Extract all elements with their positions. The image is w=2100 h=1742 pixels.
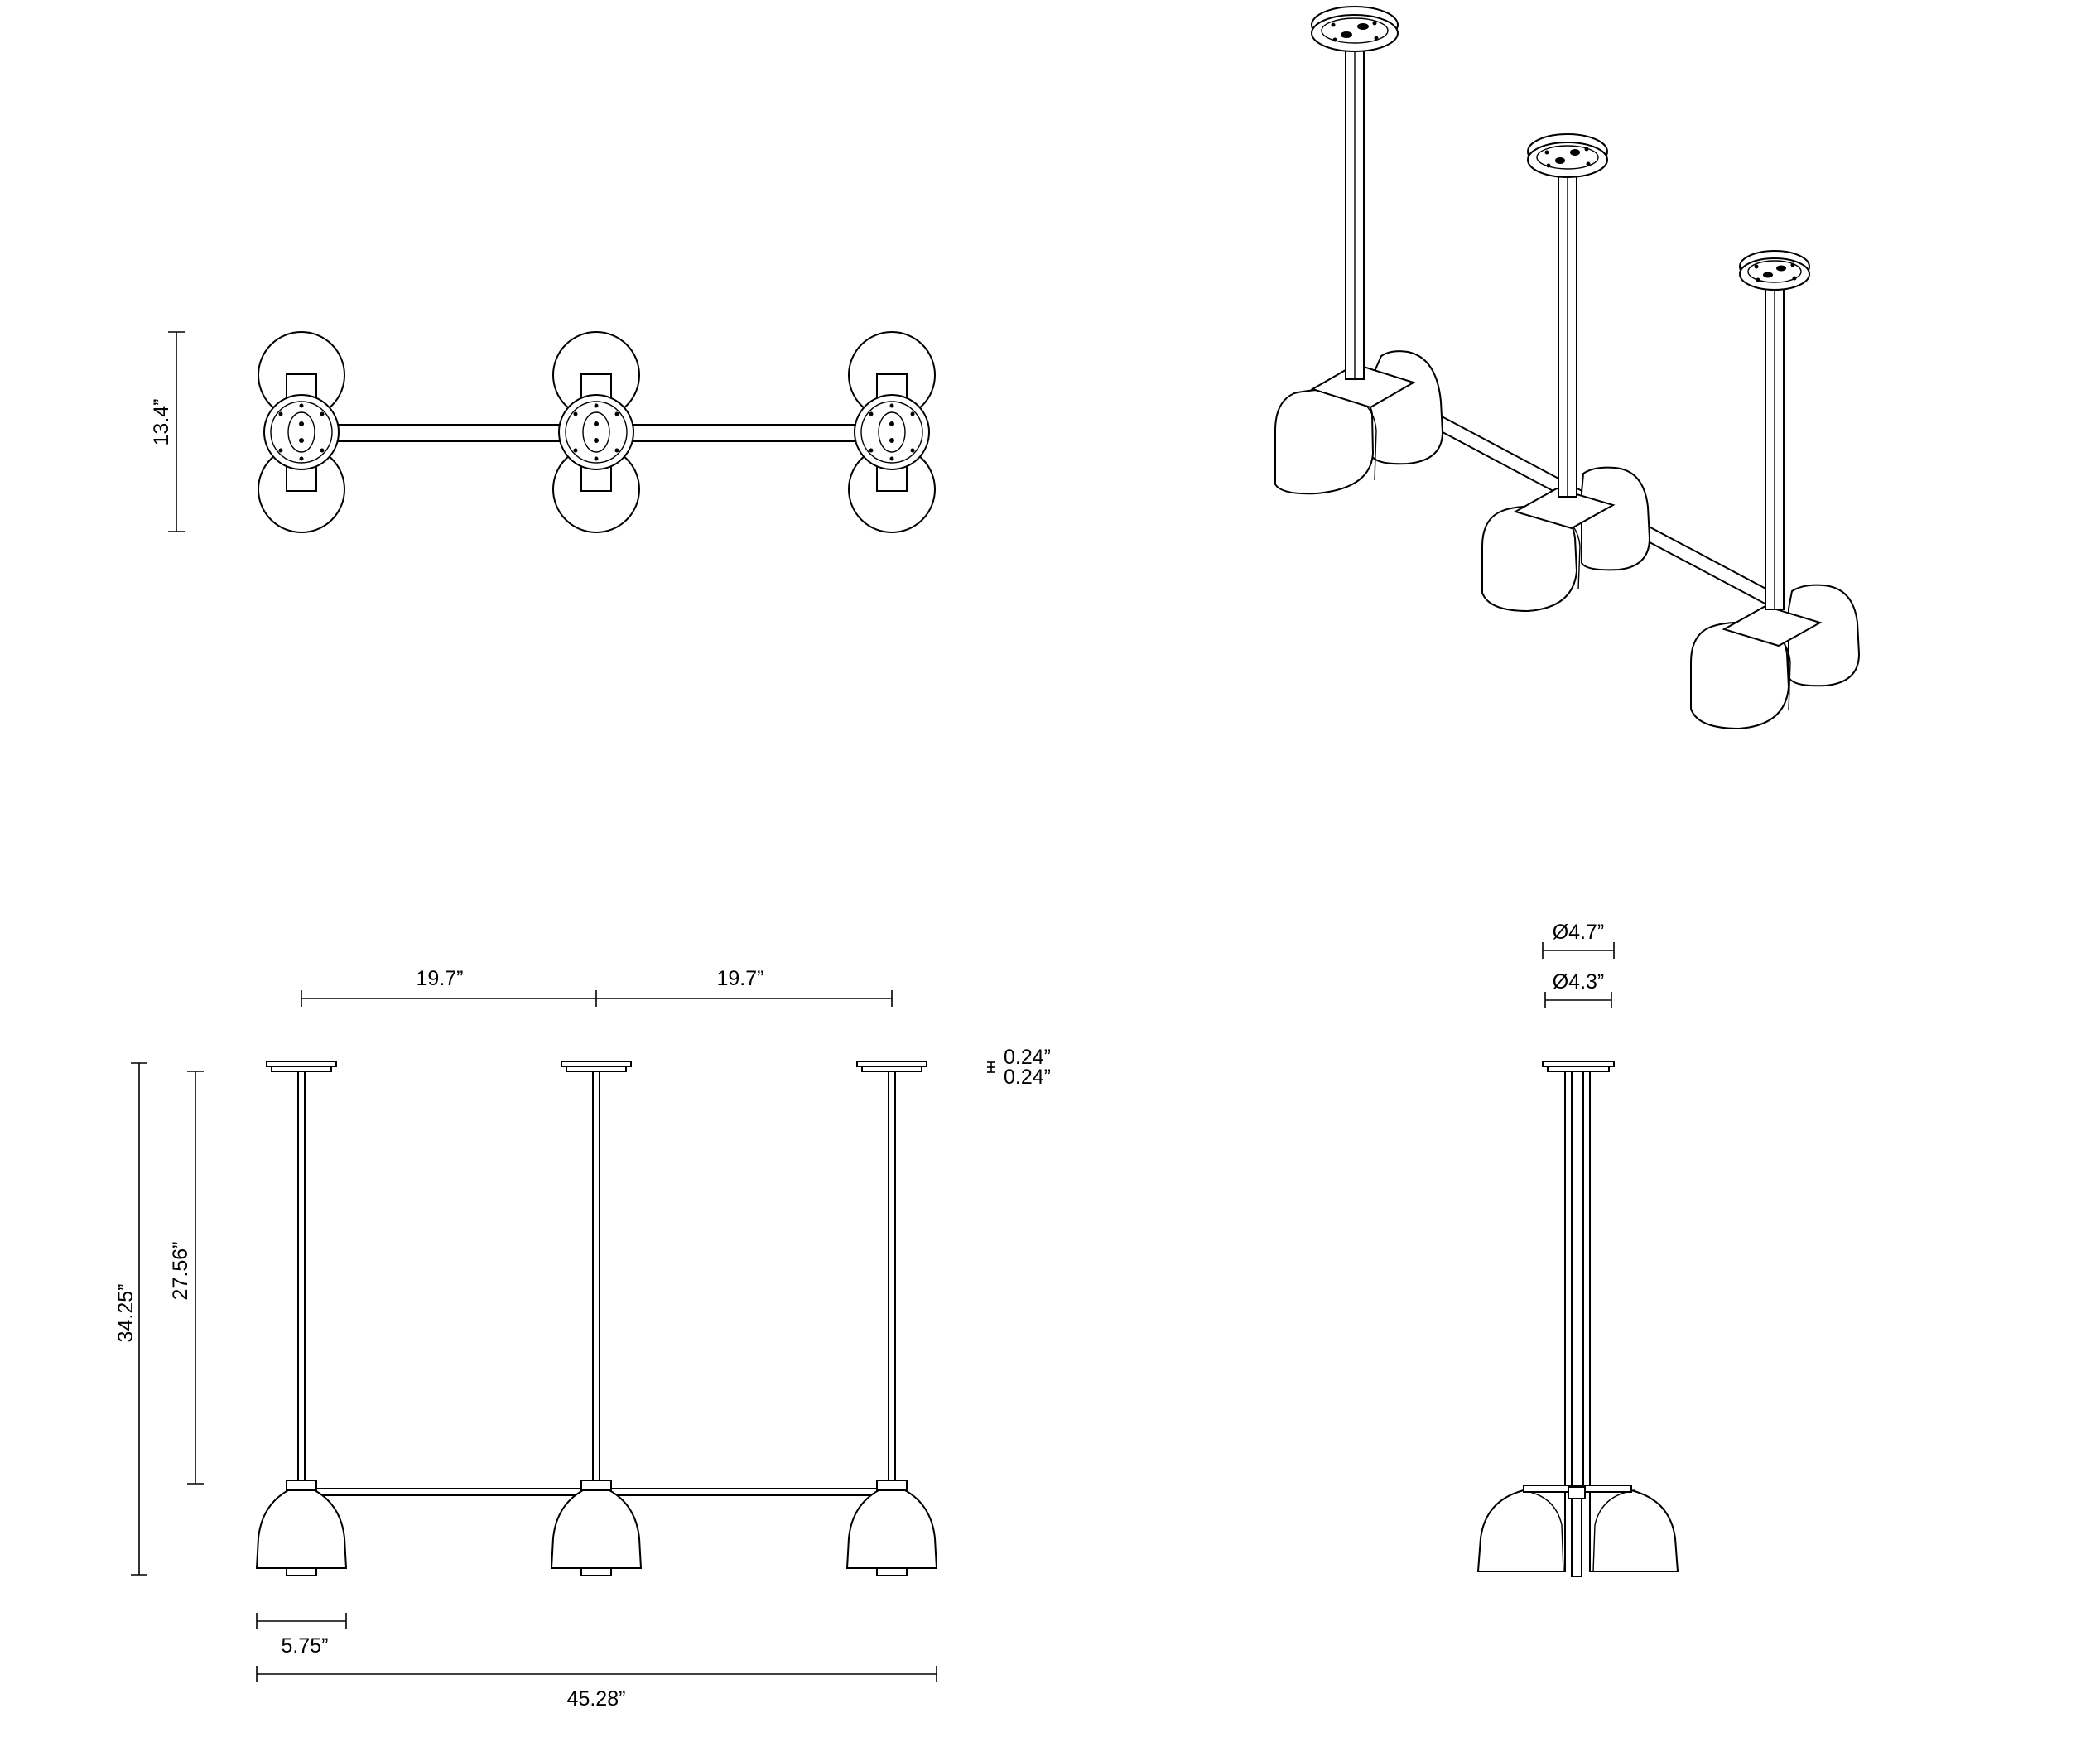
iso-fixture-2 [1481,133,1651,613]
top-view-fixture-3 [848,331,936,533]
dim-label-shade-width: 5.75” [282,1634,329,1658]
dim-label-canopy-thickness-2: 0.24” [1004,1066,1051,1089]
dim-label-canopy-thickness-1: 0.24” [1004,1046,1051,1069]
front-fixture-3 [845,1061,938,1576]
top-view-fixture-2 [552,331,640,533]
side-fixture [1476,1061,1679,1577]
front-view: 19.7” 19.7” 0.24” 0.24” 34.25” 27.56” [114,967,1051,1711]
dim-label-canopy-outer: Ø4.7” [1553,921,1605,944]
front-dim-overall-length: 45.28” [256,1666,937,1711]
front-dim-overall-height: 34.25” [114,1062,147,1576]
front-dim-shade-width: 5.75” [256,1613,347,1658]
top-view-bar-right [627,424,862,442]
side-view: Ø4.7” Ø4.3” [1476,921,1679,1577]
dim-label-top-depth: 13.4” [150,399,173,446]
front-dim-canopy-thickness: 0.24” 0.24” [987,1046,1051,1089]
dim-label-overall-length: 45.28” [567,1687,626,1711]
front-fixture-2 [550,1061,643,1576]
top-view-dimension-depth: 13.4” [150,331,185,532]
iso-fixture-1 [1274,6,1444,495]
dim-label-overall-height: 34.25” [114,1284,137,1343]
dim-label-spacing-right: 19.7” [717,967,764,990]
side-dim-canopy-outer: Ø4.7” [1542,921,1615,959]
top-view: 13.4” [150,331,936,533]
dim-label-rod-length: 27.56” [169,1242,192,1301]
isometric-view [1274,6,1861,730]
iso-fixture-3 [1690,250,1861,730]
top-view-bar-left [330,424,566,442]
front-dim-rod-length: 27.56” [169,1071,204,1485]
top-view-fixture-1 [258,331,345,533]
dim-label-spacing-left: 19.7” [417,967,464,990]
front-fixture-1 [255,1061,348,1576]
dim-label-canopy-inner: Ø4.3” [1553,970,1605,994]
front-dim-spacing: 19.7” 19.7” [301,967,893,1007]
side-dim-canopy-inner: Ø4.3” [1544,970,1612,1008]
